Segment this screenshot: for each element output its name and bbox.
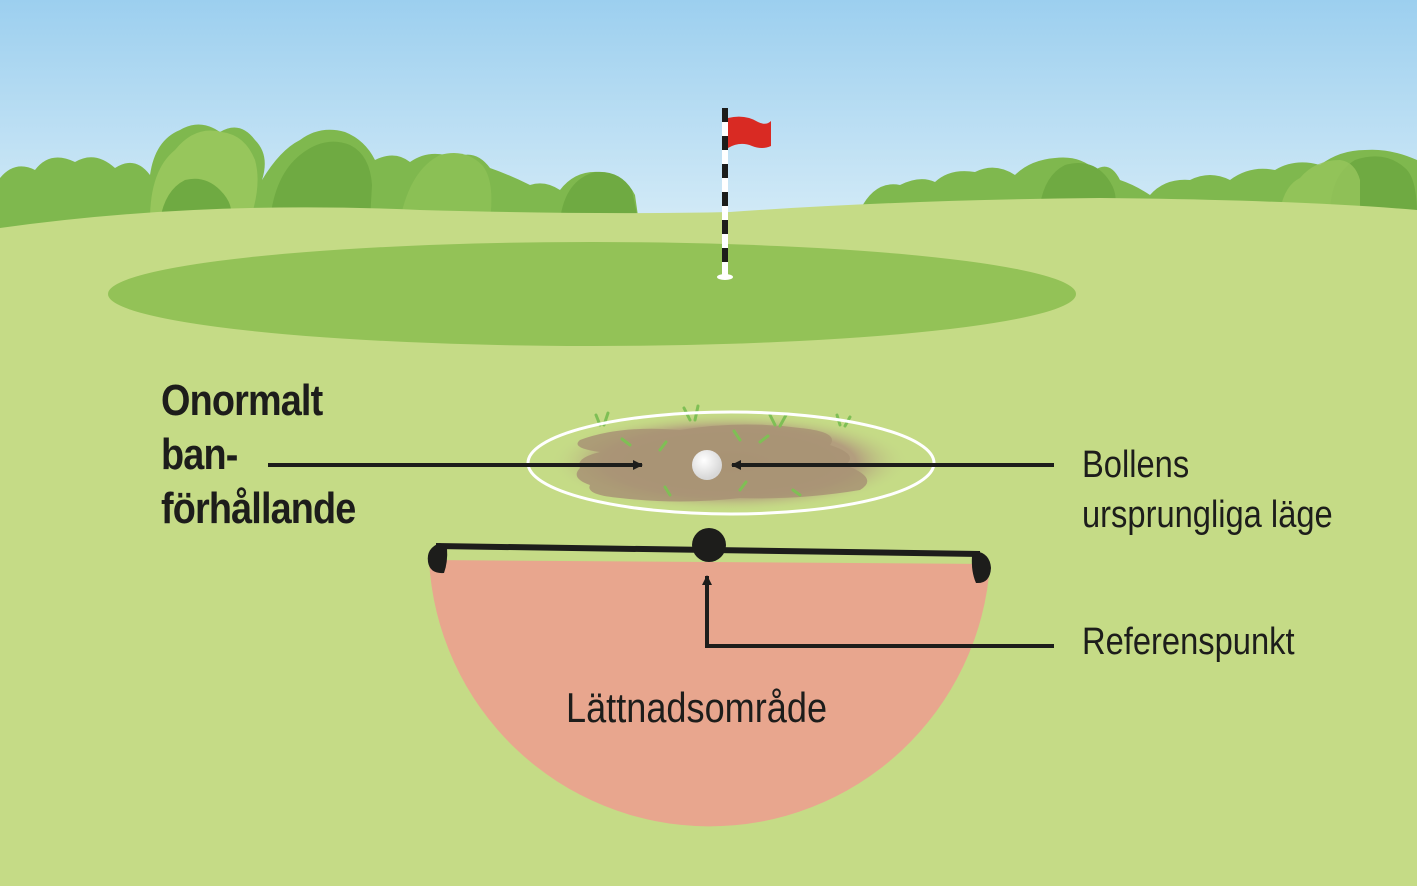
relief-area bbox=[429, 560, 990, 827]
putting-green bbox=[108, 242, 1076, 346]
label-original-ball-position-line-2: ursprungliga läge bbox=[1082, 494, 1333, 536]
label-original-ball-position-line-1: Bollens bbox=[1082, 444, 1190, 486]
flag-icon bbox=[717, 108, 771, 280]
label-relief-area: Lättnadsområde bbox=[566, 684, 828, 731]
tree-line-right bbox=[860, 149, 1417, 215]
label-abnormal-condition: Onormalt ban- förhållande bbox=[161, 374, 356, 536]
label-abnormal-condition-line-2: ban- bbox=[161, 430, 238, 479]
golf-ball-icon bbox=[692, 450, 722, 480]
label-reference-point: Referenspunkt bbox=[1082, 621, 1295, 663]
arrow-reference-point bbox=[702, 575, 1054, 648]
label-abnormal-condition-line-3: förhållande bbox=[161, 484, 356, 533]
reference-point-marker bbox=[692, 528, 726, 562]
tree-line-left bbox=[0, 124, 640, 230]
label-abnormal-condition-line-1: Onormalt bbox=[161, 376, 323, 425]
label-original-ball-position: Bollens ursprungliga läge bbox=[1082, 440, 1333, 540]
